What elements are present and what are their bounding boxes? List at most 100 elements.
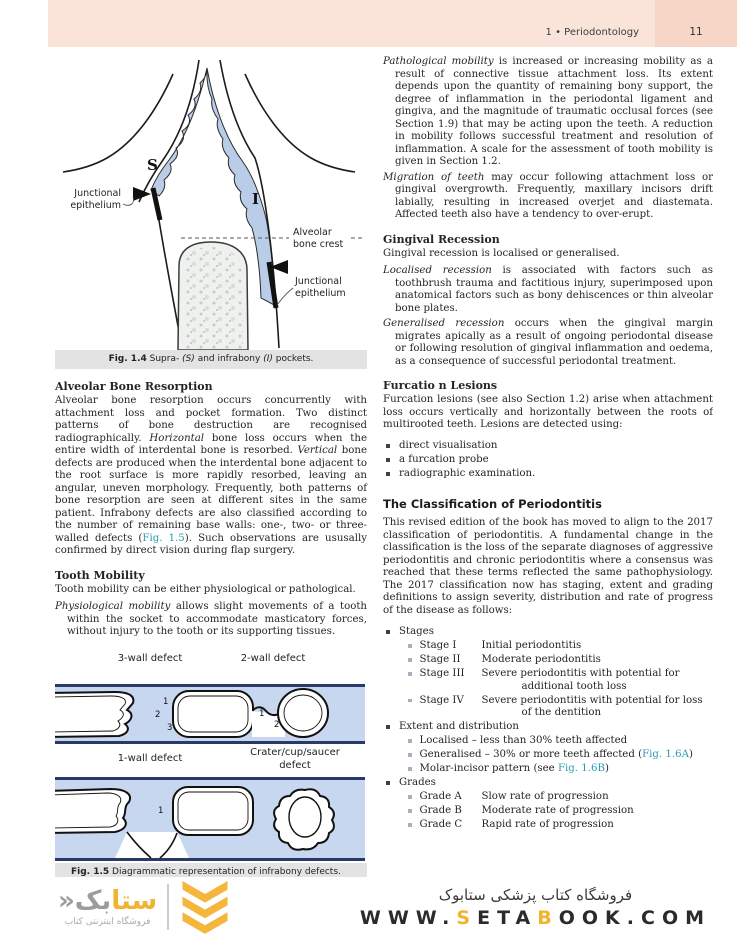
list-item-stage: Stage III Severe periodontitis with pote… bbox=[408, 668, 713, 693]
list-item-grade: Grade C Rapid rate of progression bbox=[408, 819, 713, 832]
right-column: Pathological mobility is increased or in… bbox=[383, 56, 713, 876]
text-run: Pathological mobility bbox=[383, 56, 494, 67]
list-item-label: radiographic examination. bbox=[399, 467, 536, 479]
list-item-extent: Extent and distribution bbox=[383, 721, 713, 734]
list-item-stages: Stages bbox=[383, 626, 713, 639]
bullet-square-icon bbox=[408, 809, 412, 813]
logo-divider bbox=[167, 884, 170, 930]
label-crater-line2: defect bbox=[279, 760, 311, 771]
list-item-grade: Grade B Moderate rate of progression bbox=[408, 805, 713, 818]
bullet-square-icon bbox=[408, 767, 412, 771]
list-item-label: Grades bbox=[399, 777, 436, 788]
label-1-wall-defect: 1-wall defect bbox=[118, 753, 183, 764]
grade-desc: Slow rate of progression bbox=[481, 791, 609, 802]
text-run: ) bbox=[688, 749, 693, 760]
alveolar-crest-line2: bone crest bbox=[293, 239, 343, 250]
list-item-label: Extent and distribution bbox=[399, 721, 519, 732]
tooth-mobility-intro: Tooth mobility can be either physiologic… bbox=[55, 583, 356, 595]
stage-desc: Severe periodontitis with potential for … bbox=[481, 694, 703, 719]
text-run: (I) bbox=[263, 354, 273, 364]
junctional-left-line1: Junctional bbox=[73, 188, 121, 199]
list-item-stage: Stage II Moderate periodontitis bbox=[408, 654, 713, 667]
text-run: pockets. bbox=[272, 354, 314, 364]
localised-recession-paragraph: Localised recession is associated with f… bbox=[383, 265, 713, 315]
grade-term: Grade B bbox=[419, 805, 462, 816]
logo-wordmark: ستابک« bbox=[58, 885, 157, 916]
chapter-title: 1 • Periodontology bbox=[545, 27, 639, 38]
figure-1-5-defects-diagram: 3-wall defect 2-wall defect 1 2 3 1 2 bbox=[55, 653, 365, 861]
site-url[interactable]: WWW.SETABOOK.COM bbox=[360, 907, 711, 929]
figure-link[interactable]: Fig. 1.6A bbox=[642, 749, 689, 760]
text-run: Localised – less than 30% teeth affected bbox=[419, 735, 628, 746]
junctional-right-line2: epithelium bbox=[295, 288, 346, 299]
figure-link[interactable]: Fig. 1.5 bbox=[142, 532, 185, 544]
page-number-tab: 11 bbox=[655, 0, 737, 47]
stage-desc: Initial periodontitis bbox=[481, 640, 582, 651]
label-3-wall-defect: 3-wall defect bbox=[118, 653, 183, 664]
defect-number: 2 bbox=[274, 720, 279, 730]
text-run: WWW. bbox=[359, 906, 457, 929]
list-item-label: a furcation probe bbox=[399, 453, 489, 465]
text-run: OOK.COM bbox=[558, 906, 711, 929]
list-item-label: Stages bbox=[399, 626, 434, 637]
site-info: فروشگاه کتاب پزشکی ستابوک WWW.SETABOOK.C… bbox=[360, 886, 717, 929]
list-item: a furcation probe bbox=[383, 454, 713, 467]
text-run: Migration of teeth bbox=[383, 171, 485, 183]
migration-paragraph: Migration of teeth may occur following a… bbox=[383, 172, 713, 222]
bullet-square-icon bbox=[386, 781, 390, 785]
defects-panel-top: 1 2 3 1 2 bbox=[55, 683, 365, 744]
label-2-wall-defect: 2-wall defect bbox=[241, 653, 306, 664]
heading-classification: The Classification of Periodontitis bbox=[383, 497, 602, 511]
grade-desc: Rapid rate of progression bbox=[481, 819, 614, 830]
bullet-square-icon bbox=[386, 443, 390, 448]
page-number: 11 bbox=[689, 26, 703, 38]
text-run: Generalised recession bbox=[383, 318, 505, 329]
text-run: Molar-incisor pattern (see bbox=[419, 763, 558, 774]
junctional-right-line1: Junctional bbox=[294, 276, 342, 287]
extent-item-text: Generalised – 30% or more teeth affected… bbox=[420, 749, 714, 762]
bullet-square-icon bbox=[386, 457, 390, 462]
chevron-stack-icon bbox=[182, 881, 228, 934]
defect-number: 2 bbox=[155, 710, 160, 720]
text-run: Horizontal bbox=[149, 432, 205, 444]
stage-term: Stage II bbox=[419, 654, 461, 665]
defect-number: 1 bbox=[158, 806, 163, 816]
heading-furcation-lesions: Furcatio n Lesions bbox=[383, 379, 498, 392]
bullet-square-icon bbox=[386, 725, 390, 729]
infrabony-pocket-label: I bbox=[252, 190, 259, 208]
pocket-shading bbox=[150, 67, 277, 307]
bullet-square-icon bbox=[408, 753, 412, 757]
heading-alveolar-bone-resorption: Alveolar Bone Resorption bbox=[55, 380, 213, 393]
bullet-square-icon bbox=[408, 658, 412, 662]
setabook-logo: ستابک« فروشگاه اینترنتی کتاب bbox=[58, 878, 231, 936]
defect-number: 1 bbox=[163, 697, 168, 707]
figure-link[interactable]: Fig. 1.6B bbox=[557, 763, 605, 774]
generalised-recession-paragraph: Generalised recession occurs when the gi… bbox=[383, 318, 713, 368]
text-run: Physiological mobility bbox=[55, 601, 171, 612]
pocket-left-band bbox=[150, 67, 208, 197]
wordmark-gray: بک bbox=[74, 885, 112, 916]
stage-term: Stage III bbox=[419, 668, 465, 679]
wordmark-guillemet: « bbox=[58, 885, 75, 916]
right-arrow-icon bbox=[270, 260, 288, 274]
defects-panel-bottom: 1 bbox=[55, 776, 365, 861]
logo-text-block: ستابک« فروشگاه اینترنتی کتاب bbox=[58, 885, 157, 927]
supra-pocket-label: S bbox=[147, 156, 158, 174]
left-arrow-icon bbox=[133, 187, 151, 201]
list-item-label: direct visualisation bbox=[399, 439, 498, 451]
text-run: Localised recession bbox=[383, 265, 492, 276]
label-crater-line1: Crater/cup/saucer bbox=[250, 747, 341, 758]
left-column: S I Junctional epithelium Junctional epi… bbox=[55, 58, 367, 882]
grade-term: Grade C bbox=[419, 819, 463, 830]
list-item-extent-sub: Localised – less than 30% teeth affected bbox=[408, 735, 713, 748]
grade-term: Grade A bbox=[419, 791, 462, 802]
pathological-mobility-paragraph: Pathological mobility is increased or in… bbox=[383, 56, 713, 169]
list-item-extent-sub: Molar-incisor pattern (see Fig. 1.6B) bbox=[408, 763, 713, 776]
text-run: Alveolar bone resorption occurs concurre… bbox=[55, 395, 367, 444]
text-run: is associated with factors such as tooth… bbox=[395, 265, 713, 314]
gingival-recession-intro: Gingival recession is localised or gener… bbox=[383, 247, 620, 259]
text-run: Fig. 1.4 bbox=[108, 354, 147, 364]
text-run: Vertical bbox=[297, 445, 338, 456]
text-run: and infrabony bbox=[194, 354, 264, 364]
bullet-square-icon bbox=[408, 644, 412, 648]
